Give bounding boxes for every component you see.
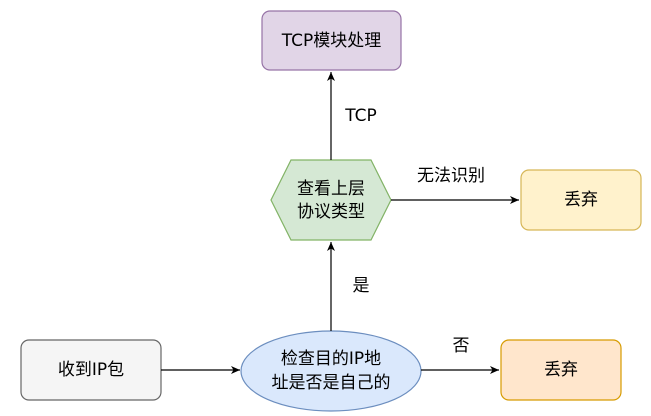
tcp-process-label: TCP模块处理 — [281, 31, 382, 51]
discard-bottom-label: 丢弃 — [544, 360, 578, 380]
check-protocol-hexagon — [270, 159, 392, 241]
discard-top-box — [520, 169, 642, 231]
receive-ip-label: 收到IP包 — [58, 360, 124, 380]
check-ip-ellipse — [240, 330, 422, 412]
receive-ip-node: 收到IP包 — [20, 339, 162, 401]
edge-label-no: 否 — [453, 336, 470, 356]
check-ip-label-line1: 检查目的IP地 — [281, 349, 381, 369]
edge-label-yes: 是 — [353, 276, 370, 296]
edge-label-unrecognized: 无法识别 — [417, 166, 485, 186]
discard-top-node: 丢弃 — [520, 169, 642, 231]
check-ip-node: 检查目的IP地 址是否是自己的 — [240, 330, 422, 412]
discard-bottom-box — [500, 339, 622, 401]
edge-label-tcp: TCP — [344, 106, 377, 126]
tcp-process-box — [261, 10, 402, 71]
check-protocol-label-line2: 协议类型 — [297, 202, 365, 222]
discard-bottom-node: 丢弃 — [500, 339, 622, 401]
check-protocol-label-line1: 查看上层 — [297, 179, 365, 199]
check-ip-label-line2: 址是否是自己的 — [272, 373, 391, 393]
discard-top-label: 丢弃 — [564, 190, 598, 210]
check-protocol-node: 查看上层 协议类型 — [270, 159, 392, 241]
tcp-process-node: TCP模块处理 — [261, 10, 402, 71]
